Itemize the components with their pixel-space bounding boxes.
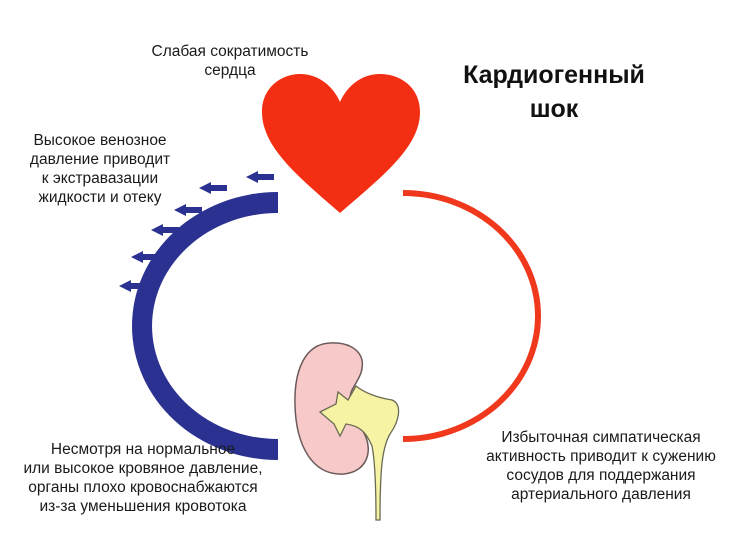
- label-line: артериального давления: [511, 486, 691, 503]
- label-line: Избыточная симпатическая: [501, 429, 701, 446]
- label-line: Слабая сократимость: [151, 43, 309, 60]
- ureter: [318, 385, 400, 521]
- venous-return-arc: [132, 192, 278, 460]
- label-line: из-за уменьшения кровотока: [39, 498, 247, 515]
- label-line: органы плохо кровоснабжаются: [28, 479, 258, 496]
- left-arrow-icon: [119, 280, 147, 292]
- heart-weak-contractility-label: Слабая сократимость сердца: [110, 42, 350, 80]
- sympathetic-activity-label: Избыточная симпатическая активность прив…: [470, 428, 732, 504]
- label-line: сердца: [204, 62, 256, 79]
- diagram-title: Кардиогенный шок: [444, 58, 664, 126]
- left-arrow-icon: [174, 204, 202, 216]
- label-line: Несмотря на нормальное: [50, 441, 236, 458]
- venous-pressure-label: Высокое венозное давление приводит к экс…: [0, 131, 200, 207]
- organ-perfusion-label: Несмотря на нормальное или высокое кровя…: [0, 440, 286, 516]
- label-line: активность приводит к сужению: [486, 448, 716, 465]
- label-line: Высокое венозное: [33, 132, 167, 149]
- left-arrow-icon: [151, 224, 179, 236]
- heart-icon: [262, 74, 420, 213]
- title-line-1: Кардиогенный: [463, 61, 645, 89]
- label-line: жидкости и отеку: [38, 189, 162, 206]
- label-line: сосудов для поддержания: [506, 467, 696, 484]
- left-arrow-icon: [131, 251, 159, 263]
- left-arrow-icon: [199, 182, 227, 194]
- label-line: давление приводит: [29, 151, 171, 168]
- label-line: к экстравазации: [41, 170, 159, 187]
- label-line: или высокое кровяное давление,: [23, 460, 263, 477]
- kidney-icon: [294, 342, 400, 521]
- arterial-outflow-arc: [403, 190, 541, 442]
- extravasation-arrows: [119, 171, 274, 292]
- title-line-2: шок: [529, 95, 579, 123]
- left-arrow-icon: [246, 171, 274, 183]
